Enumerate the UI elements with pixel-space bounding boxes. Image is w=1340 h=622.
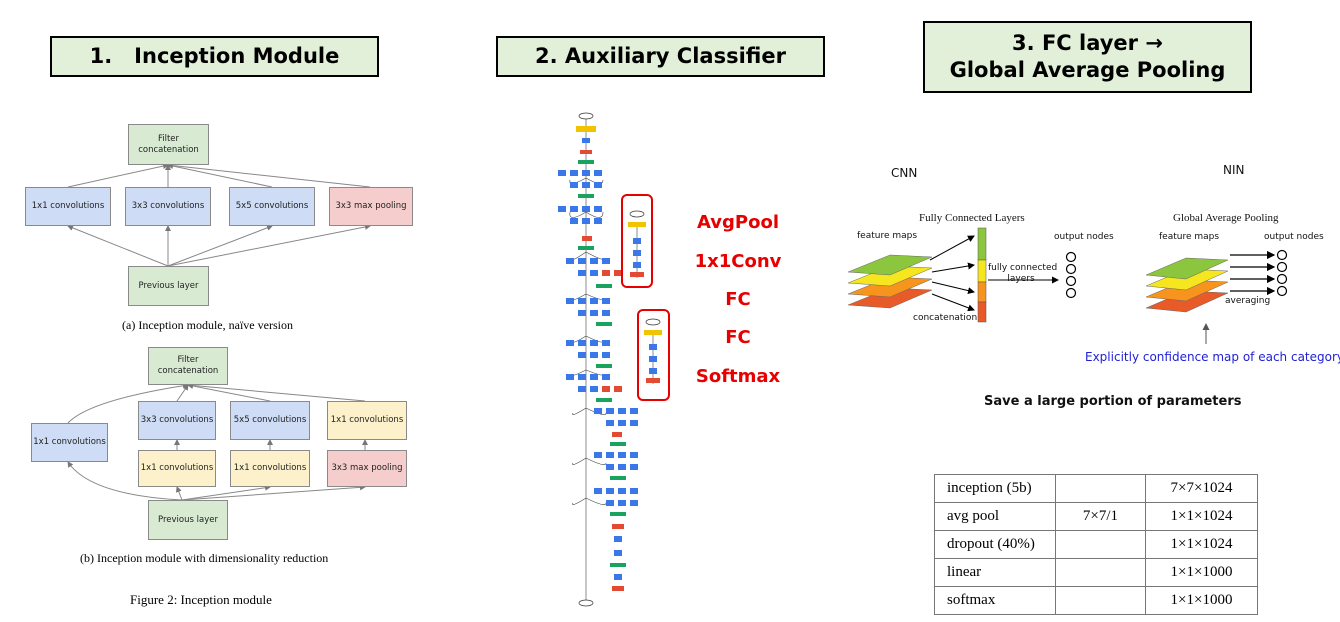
reduce1-box: 1x1 convolutions <box>138 450 216 487</box>
inception-module-header: 1. Inception Module <box>50 36 379 77</box>
table-cell-layer: avg pool <box>934 502 1056 531</box>
fc-arrows <box>929 235 975 312</box>
inception-block-8 <box>594 452 638 480</box>
conv1x1-left-box-reduced: 1x1 convolutions <box>31 423 108 462</box>
inception-module-title: 1. Inception Module <box>89 44 340 68</box>
head-layers <box>610 524 626 591</box>
conv3x3-box-naive: 3x3 convolutions <box>125 187 211 226</box>
output-node <box>578 599 594 607</box>
conv5x5-box-naive: 5x5 convolutions <box>229 187 315 226</box>
table-cell-layer: softmax <box>934 586 1056 615</box>
stem-conv <box>582 138 590 143</box>
conv3x3-box-reduced: 3x3 convolutions <box>138 401 216 440</box>
aux-label-fc1: FC <box>725 289 751 310</box>
googlenet-graph <box>558 112 670 607</box>
output-nodes-label-right: output nodes <box>1264 232 1324 242</box>
graph-edges <box>569 116 607 603</box>
nin-label: NIN <box>1223 163 1245 177</box>
caption-reduced: (b) Inception module with dimensionality… <box>80 551 329 565</box>
table-row: avg pool 7×7/1 1×1×1024 <box>934 502 1258 531</box>
table-cell-patch: 7×7/1 <box>1055 502 1146 531</box>
table-cell-output: 1×1×1000 <box>1145 558 1258 587</box>
feature-maps-stack-left <box>847 254 933 309</box>
table-cell-layer: dropout (40%) <box>934 530 1056 559</box>
inception-block-5 <box>566 340 612 368</box>
table-row: dropout (40%) 1×1×1024 <box>934 530 1258 559</box>
inception-block-6 <box>566 374 622 402</box>
stem-norm <box>580 150 592 154</box>
aux-classifier-1-nodes <box>628 210 646 278</box>
caption-naive: (a) Inception module, naïve version <box>122 318 293 332</box>
conv1x1-top-right-box-reduced: 1x1 convolutions <box>327 401 407 440</box>
fc-gap-graphic <box>847 227 1288 344</box>
layer-table: inception (5b) 7×7×1024 avg pool 7×7/1 1… <box>934 474 1258 615</box>
output-nodes-label-left: output nodes <box>1054 232 1114 242</box>
table-cell-patch <box>1055 586 1146 615</box>
conv5x5-box-reduced: 5x5 convolutions <box>230 401 310 440</box>
reduce2-box: 1x1 convolutions <box>230 450 310 487</box>
table-cell-output: 1×1×1024 <box>1145 502 1258 531</box>
fc-layers-title: Fully Connected Layers <box>919 212 1025 224</box>
save-parameters-note: Save a large portion of parameters <box>984 394 1242 409</box>
aux-classifier-2-nodes <box>644 318 662 384</box>
inception-block-2 <box>558 206 602 250</box>
inception-block-1 <box>558 160 602 198</box>
concatenation-label: concatenation <box>913 313 978 323</box>
aux-classifier-2-highlight <box>637 309 670 401</box>
aux-label-1x1conv: 1x1Conv <box>694 251 782 272</box>
concatenation-bar <box>977 227 987 323</box>
maxpool-box-naive: 3x3 max pooling <box>329 187 413 226</box>
output-nodes-left <box>1065 251 1077 299</box>
inception-block-3 <box>566 258 622 288</box>
auxiliary-classifier-header: 2. Auxiliary Classifier <box>496 36 825 77</box>
table-cell-output: 1×1×1024 <box>1145 530 1258 559</box>
inception-block-9 <box>594 488 638 516</box>
inception-block-7 <box>594 408 638 446</box>
auxiliary-classifier-title: 2. Auxiliary Classifier <box>535 44 786 68</box>
table-cell-layer: linear <box>934 558 1056 587</box>
aux-classifier-1-highlight <box>621 194 653 288</box>
confidence-note: Explicitly confidence map of each catego… <box>1085 350 1340 364</box>
table-row: inception (5b) 7×7×1024 <box>934 474 1258 503</box>
table-row: linear 1×1×1000 <box>934 558 1258 587</box>
conv1x1-box-naive: 1x1 convolutions <box>25 187 111 226</box>
fc-gap-title: 3. FC layer → Global Average Pooling <box>949 31 1226 82</box>
feature-maps-stack-right <box>1145 257 1229 313</box>
table-cell-output: 1×1×1000 <box>1145 586 1258 615</box>
aux-label-fc2: FC <box>725 327 751 348</box>
feature-maps-label-left: feature maps <box>857 231 918 241</box>
gap-title: Global Average Pooling <box>1173 212 1279 224</box>
previous-layer-box-naive: Previous layer <box>128 266 209 306</box>
filter-concat-box-reduced: Filter concatenation <box>148 347 228 385</box>
averaging-label: averaging <box>1225 296 1271 306</box>
fc-gap-header: 3. FC layer → Global Average Pooling <box>923 21 1252 93</box>
output-nodes-right <box>1276 249 1288 297</box>
cnn-label: CNN <box>891 166 918 180</box>
aux-label-softmax: Softmax <box>695 366 781 387</box>
table-cell-output: 7×7×1024 <box>1145 474 1258 503</box>
filter-concat-box-naive: Filter concatenation <box>128 124 209 165</box>
feature-maps-label-right: feature maps <box>1159 232 1220 242</box>
inception-connectors <box>67 162 371 501</box>
figure-caption: Figure 2: Inception module <box>130 592 272 607</box>
fully-connected-layers-label: fully connected layers <box>988 263 1058 284</box>
table-row: softmax 1×1×1000 <box>934 586 1258 615</box>
input-node <box>578 112 594 120</box>
aux-label-avgpool: AvgPool <box>696 212 779 233</box>
table-cell-patch <box>1055 474 1146 503</box>
gap-arrows <box>1230 250 1276 296</box>
previous-layer-box-reduced: Previous layer <box>148 500 228 540</box>
maxpool-box-reduced: 3x3 max pooling <box>327 450 407 487</box>
table-cell-layer: inception (5b) <box>934 474 1056 503</box>
table-cell-patch <box>1055 558 1146 587</box>
inception-block-4 <box>566 298 612 326</box>
table-cell-patch <box>1055 530 1146 559</box>
stem-block <box>576 126 596 132</box>
